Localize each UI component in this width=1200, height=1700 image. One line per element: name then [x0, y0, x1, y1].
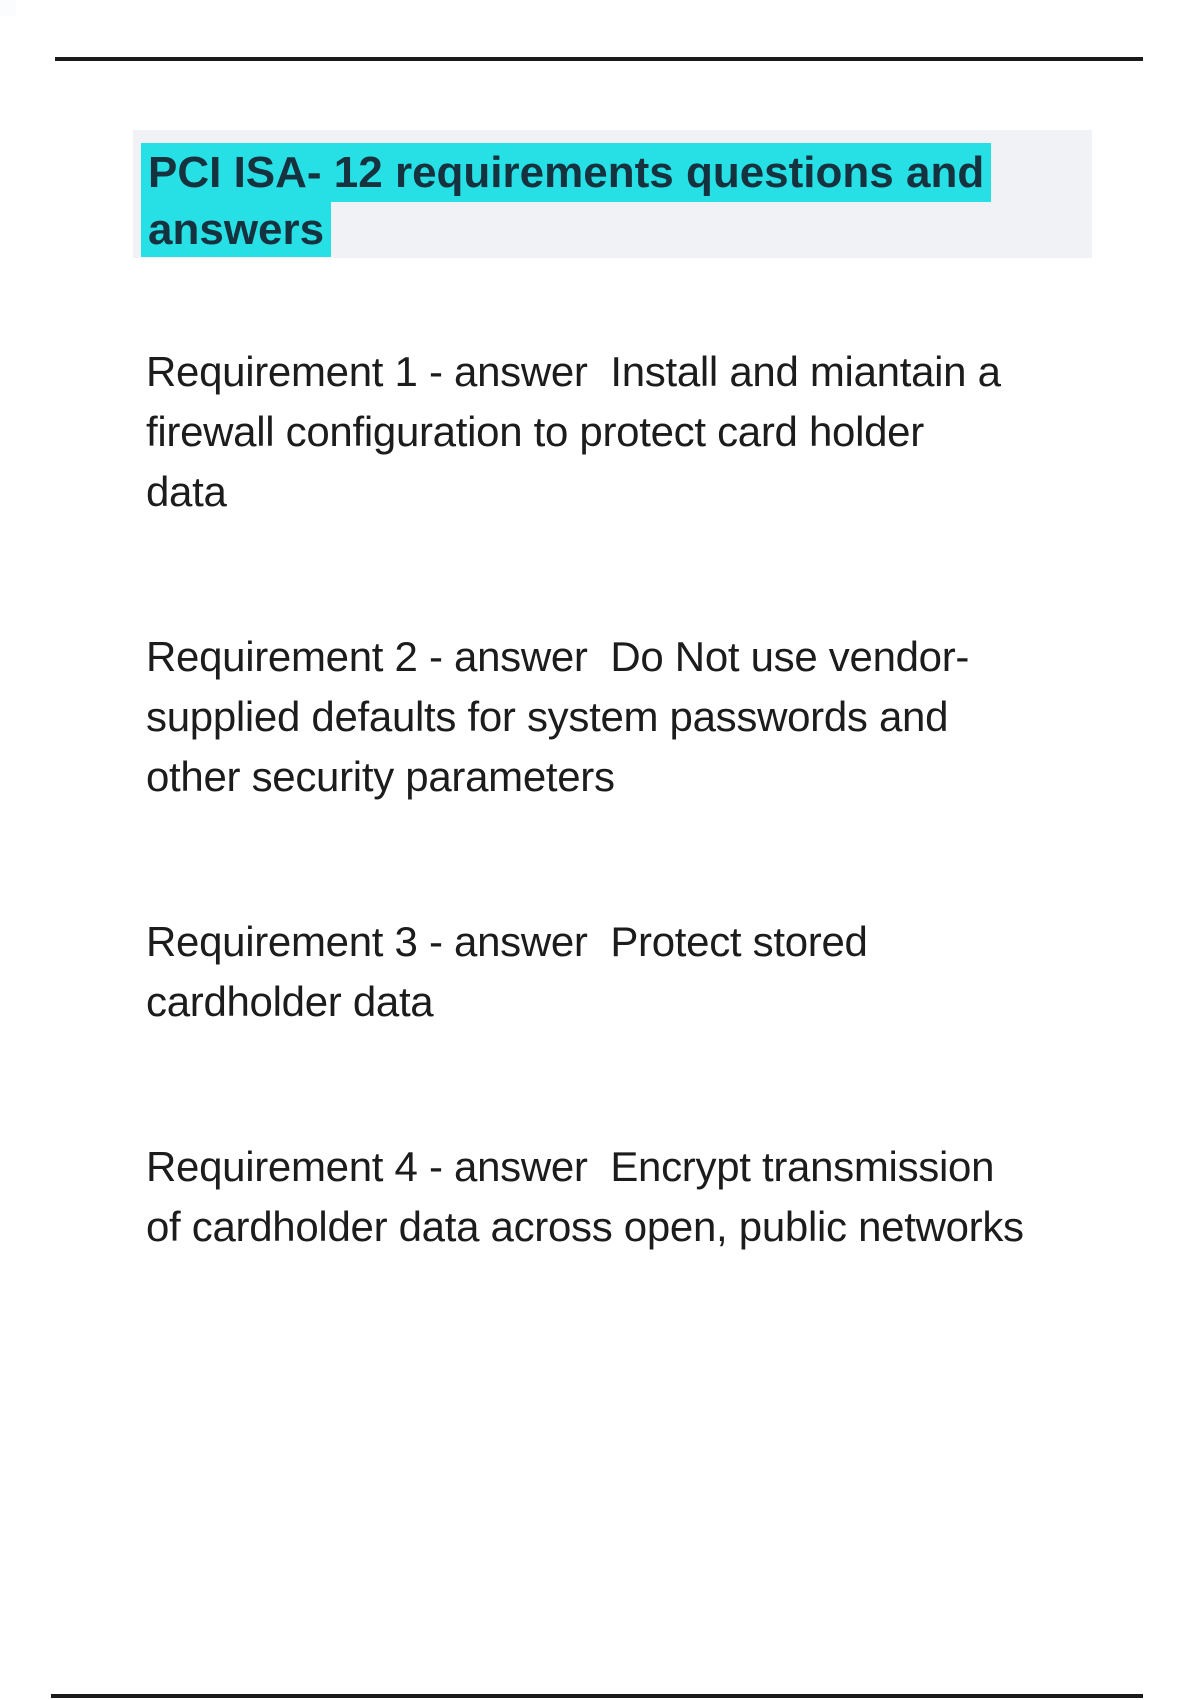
page-title-line-1: PCI ISA- 12 requirements questions and [141, 143, 992, 202]
bottom-horizontal-rule [51, 1694, 1143, 1698]
qa-paragraph-requirement-2: Requirement 2 - answer Do Not use vendor… [146, 633, 970, 800]
corner-artifact [0, 0, 16, 16]
qa-paragraph-requirement-3: Requirement 3 - answer Protect stored ca… [146, 918, 868, 1025]
qa-paragraph-requirement-1: Requirement 1 - answer Install and miant… [146, 348, 1001, 515]
page-title-line-2: answers [141, 202, 332, 257]
top-horizontal-rule [55, 57, 1143, 61]
qa-paragraph-requirement-4: Requirement 4 - answer Encrypt transmiss… [146, 1143, 1024, 1250]
